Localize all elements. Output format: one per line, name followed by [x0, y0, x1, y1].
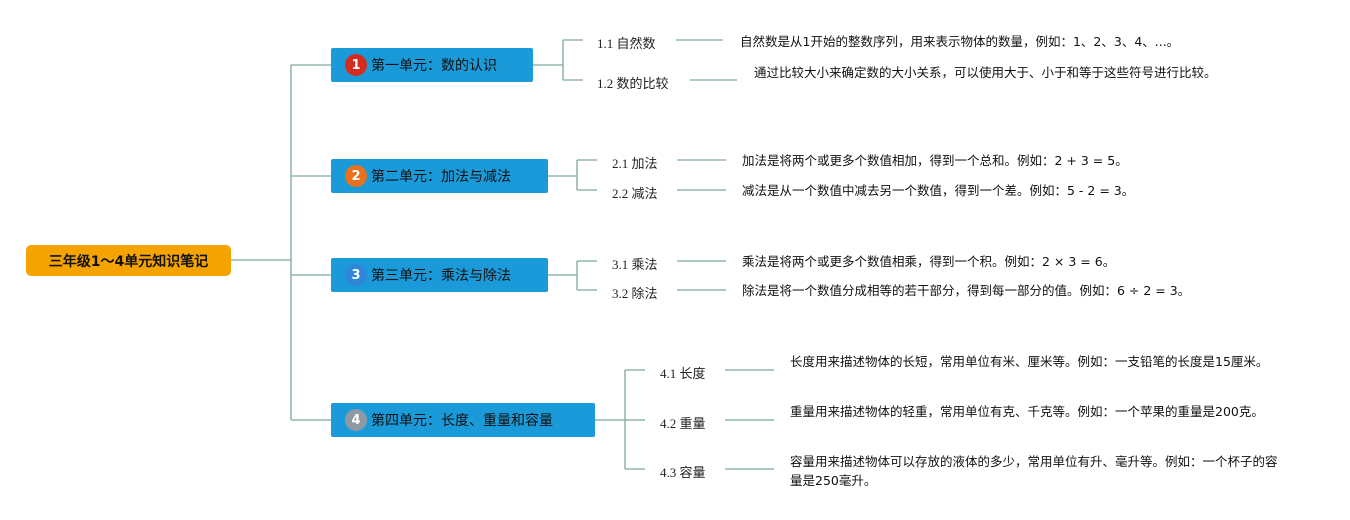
unit-4-title: 第四单元：长度、重量和容量 — [371, 413, 553, 429]
unit-3-title: 第三单元：乘法与除法 — [371, 268, 511, 284]
topic-1-2[interactable]: 1.2 数的比较 — [597, 76, 669, 91]
unit-4-node[interactable]: 4 第四单元：长度、重量和容量 — [331, 403, 595, 437]
topic-4-1[interactable]: 4.1 长度 — [660, 366, 706, 381]
unit-3-badge-icon: 3 — [345, 264, 367, 286]
topic-4-2-desc: 重量用来描述物体的轻重，常用单位有克、千克等。例如：一个苹果的重量是200克。 — [790, 404, 1264, 419]
topic-2-2-desc: 减法是从一个数值中减去另一个数值，得到一个差。例如：5 - 2 = 3。 — [742, 183, 1135, 198]
root-label: 三年级1～4单元知识笔记 — [48, 253, 209, 270]
topic-2-2[interactable]: 2.2 减法 — [612, 186, 658, 201]
unit-4-badge-icon: 4 — [345, 409, 367, 431]
topic-3-2[interactable]: 3.2 除法 — [612, 286, 658, 301]
topic-4-3-desc: 容量用来描述物体可以存放的液体的多少，常用单位有升、毫升等。例如：一个杯子的容量… — [790, 454, 1278, 488]
topic-3-1[interactable]: 3.1 乘法 — [612, 257, 658, 272]
unit-3-node[interactable]: 3 第三单元：乘法与除法 — [331, 258, 548, 292]
topic-3-1-desc: 乘法是将两个或更多个数值相乘，得到一个积。例如：2 × 3 = 6。 — [742, 254, 1116, 269]
unit-2-badge-icon: 2 — [345, 165, 367, 187]
topic-3-2-desc: 除法是将一个数值分成相等的若干部分，得到每一部分的值。例如：6 ÷ 2 = 3。 — [742, 283, 1191, 298]
topic-4-2[interactable]: 4.2 重量 — [660, 416, 706, 431]
topic-1-1-desc: 自然数是从1开始的整数序列，用来表示物体的数量，例如：1、2、3、4、...。 — [740, 34, 1180, 49]
topic-2-1-desc: 加法是将两个或更多个数值相加，得到一个总和。例如：2 + 3 = 5。 — [742, 153, 1128, 168]
unit-1-node[interactable]: 1 第一单元：数的认识 — [331, 48, 533, 82]
unit-2-title: 第二单元：加法与减法 — [371, 169, 511, 185]
topic-2-1[interactable]: 2.1 加法 — [612, 156, 658, 171]
topic-4-1-desc: 长度用来描述物体的长短，常用单位有米、厘米等。例如：一支铅笔的长度是15厘米。 — [790, 354, 1269, 369]
unit-2-node[interactable]: 2 第二单元：加法与减法 — [331, 159, 548, 193]
topic-1-2-desc: 通过比较大小来确定数的大小关系，可以使用大于、小于和等于这些符号进行比较。 — [754, 65, 1217, 80]
unit-1-title: 第一单元：数的认识 — [371, 58, 497, 74]
topic-1-1[interactable]: 1.1 自然数 — [597, 36, 656, 51]
root-node[interactable]: 三年级1～4单元知识笔记 — [26, 245, 231, 276]
unit-1-badge-icon: 1 — [345, 54, 367, 76]
topic-4-3[interactable]: 4.3 容量 — [660, 465, 706, 480]
